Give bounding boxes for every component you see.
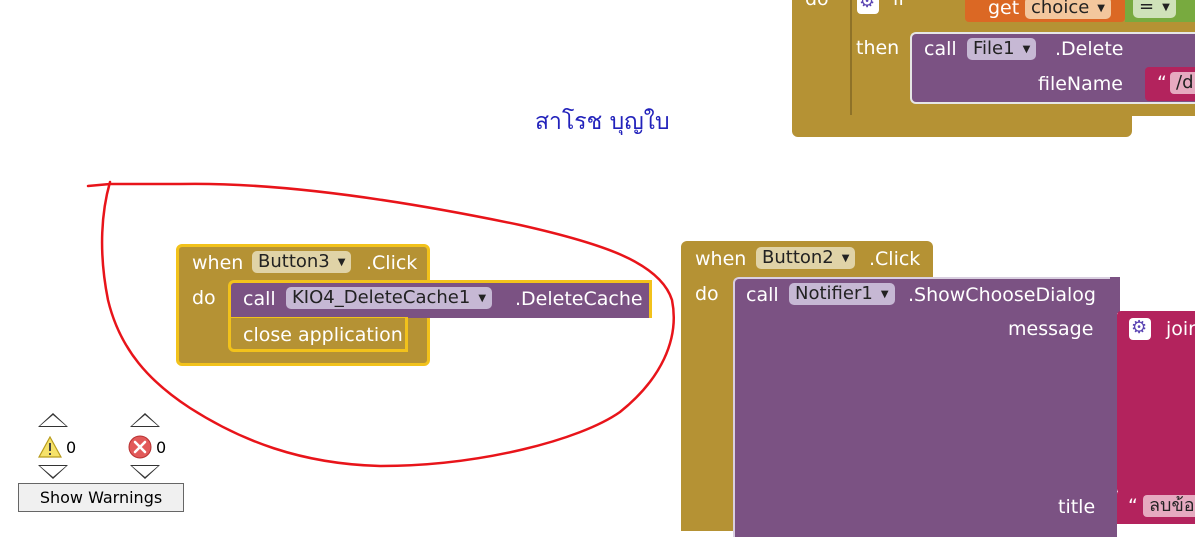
deletecache-call-label: call (243, 288, 276, 310)
notifier1-text: Notifier1 (795, 283, 873, 304)
chevron-down-icon: ▼ (478, 293, 487, 304)
chevron-down-icon: ▼ (841, 253, 850, 264)
error-count: 0 (156, 438, 167, 457)
chevron-down-icon: ▼ (1022, 44, 1031, 55)
deletecache-method-label: .DeleteCache (515, 288, 643, 310)
join-label: join (1166, 318, 1195, 340)
if-gear-icon[interactable] (857, 0, 879, 14)
choice-dropdown[interactable]: choice ▼ (1025, 0, 1111, 19)
title-quote-icon: “ (1128, 495, 1138, 517)
get-label: get (988, 0, 1020, 19)
button3-component-text: Button3 (258, 251, 330, 272)
chevron-down-icon: ▼ (1162, 2, 1170, 13)
eq-op-text: = (1139, 0, 1155, 17)
join-gear-icon[interactable] (1129, 317, 1151, 340)
button2-when-label: when (695, 248, 747, 270)
if-label: if (893, 0, 905, 10)
error-prev-arrow-icon[interactable] (130, 413, 160, 427)
red-circle-annotation (86, 180, 675, 468)
if-block-edge (850, 0, 852, 115)
button2-do-label: do (695, 283, 719, 305)
choice-var-text: choice (1031, 0, 1090, 18)
join-block[interactable] (1117, 311, 1195, 493)
button3-do-label: do (192, 287, 216, 309)
call-label: call (924, 38, 957, 60)
then-label: then (856, 37, 900, 59)
button2-component-dropdown[interactable]: Button2 ▼ (756, 247, 856, 269)
chevron-down-icon: ▼ (1097, 3, 1105, 14)
file1-text: File1 (973, 38, 1015, 59)
title-param-label: title (1058, 496, 1096, 518)
warning-prev-arrow-icon[interactable] (38, 413, 68, 427)
notifier1-dropdown[interactable]: Notifier1 ▼ (789, 283, 895, 305)
showchoosedialog-right-arm (1110, 277, 1120, 313)
delete-method-label: .Delete (1055, 38, 1124, 60)
warning-count: 0 (66, 438, 77, 457)
showchoosedialog-block[interactable] (733, 277, 1117, 537)
button2-event-label: .Click (869, 248, 921, 270)
showchoosedialog-method-label: .ShowChooseDialog (908, 284, 1096, 306)
button3-component-dropdown[interactable]: Button3 ▼ (252, 251, 352, 273)
title-text: ลบข้อ (1149, 495, 1195, 516)
kio4-component-dropdown[interactable]: KIO4_DeleteCache1 ▼ (286, 287, 493, 309)
top-do-label: do (805, 0, 829, 10)
warning-triangle-icon (38, 436, 62, 458)
filename-text-field[interactable]: /d (1170, 72, 1195, 94)
filename-param-label: fileName (1038, 73, 1123, 95)
error-circle-icon (128, 435, 152, 459)
warning-next-arrow-icon[interactable] (38, 465, 68, 479)
close-application-block[interactable] (228, 317, 408, 352)
button2-component-text: Button2 (762, 247, 834, 268)
chevron-down-icon: ▼ (337, 257, 346, 268)
show-warnings-button[interactable]: Show Warnings (18, 483, 184, 512)
error-next-arrow-icon[interactable] (130, 465, 160, 479)
close-application-label: close application (243, 324, 403, 346)
file1-dropdown[interactable]: File1 ▼ (967, 38, 1037, 60)
kio4-component-text: KIO4_DeleteCache1 (292, 287, 471, 308)
eq-dropdown[interactable]: =▼ (1133, 0, 1176, 18)
message-param-label: message (1008, 318, 1094, 340)
button3-when-label: when (192, 252, 244, 274)
quote-icon: “ (1157, 72, 1167, 94)
filename-text: /d (1176, 72, 1194, 93)
author-name: สาโรช บุญใบ (535, 109, 670, 135)
chevron-down-icon: ▼ (880, 289, 889, 300)
title-text-field[interactable]: ลบข้อ (1143, 495, 1195, 517)
button3-event-label: .Click (366, 252, 418, 274)
showchoosedialog-call-label: call (746, 284, 779, 306)
